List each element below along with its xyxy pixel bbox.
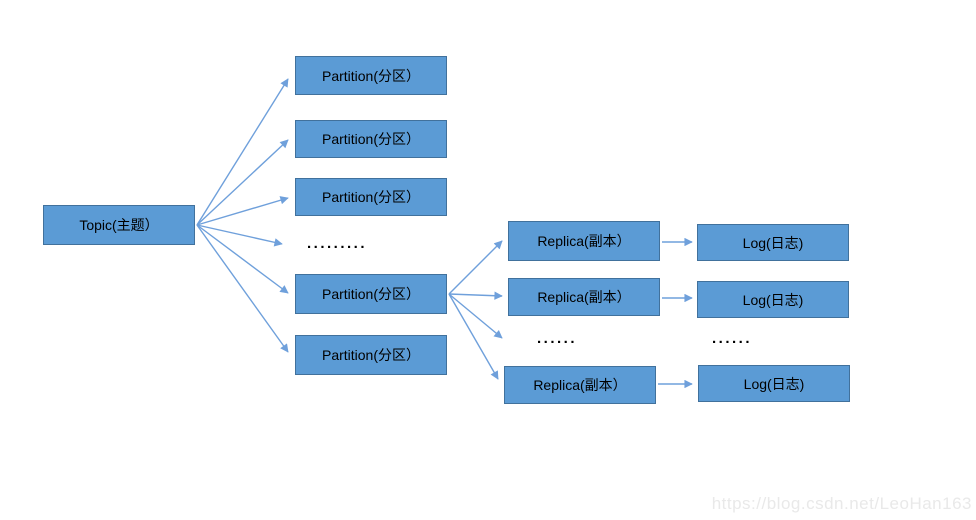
partition-node-2: Partition(分区）	[295, 120, 447, 158]
log-node-1: Log(日志)	[697, 224, 849, 261]
log-node-3: Log(日志)	[698, 365, 850, 402]
topic-node: Topic(主题）	[43, 205, 195, 245]
arrow-partition4-replica-2	[448, 291, 503, 300]
arrow-topic-partitions-ellipsis	[196, 224, 283, 247]
replica-node-1: Replica(副本）	[508, 221, 660, 261]
arrow-topic-partition-1	[196, 78, 289, 226]
arrow-partition4-replica-1	[448, 240, 503, 295]
arrow-topic-partition-2	[196, 139, 289, 226]
arrow-topic-partition-5	[196, 224, 289, 353]
replica-node-3: Replica(副本）	[504, 366, 656, 404]
arrow-topic-partition-3	[196, 196, 289, 226]
arrow-topic-partition-4	[196, 224, 289, 294]
partition-node-1: Partition(分区）	[295, 56, 447, 95]
logs-ellipsis: ......	[712, 330, 753, 347]
partition-node-5: Partition(分区）	[295, 335, 447, 375]
replica-node-2: Replica(副本）	[508, 278, 660, 316]
partition-node-4: Partition(分区）	[295, 274, 447, 314]
watermark-text: https://blog.csdn.net/LeoHan163	[711, 494, 972, 513]
replicas-ellipsis: ......	[537, 330, 578, 347]
partition-node-3: Partition(分区）	[295, 178, 447, 216]
arrow-partition4-replicas-ellipsis	[448, 293, 503, 339]
arrow-partition4-replica-3	[448, 293, 499, 380]
log-node-2: Log(日志)	[697, 281, 849, 318]
partitions-ellipsis: .........	[307, 235, 368, 252]
